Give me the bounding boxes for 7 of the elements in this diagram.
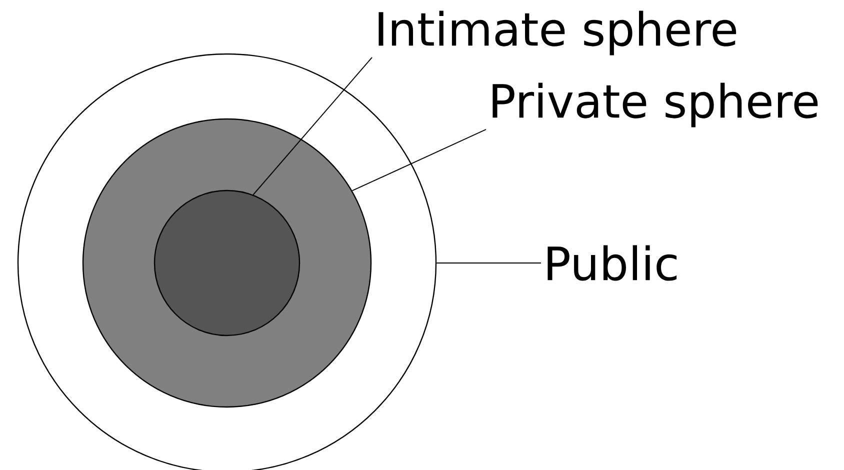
leader-line [352,128,486,192]
label-text: Intimate sphere [378,10,736,56]
label-text: Public [548,245,677,281]
leader-line [436,262,542,264]
sphere-circle [154,190,300,336]
label-text: Private sphere [492,82,818,128]
leader-line [252,56,372,196]
